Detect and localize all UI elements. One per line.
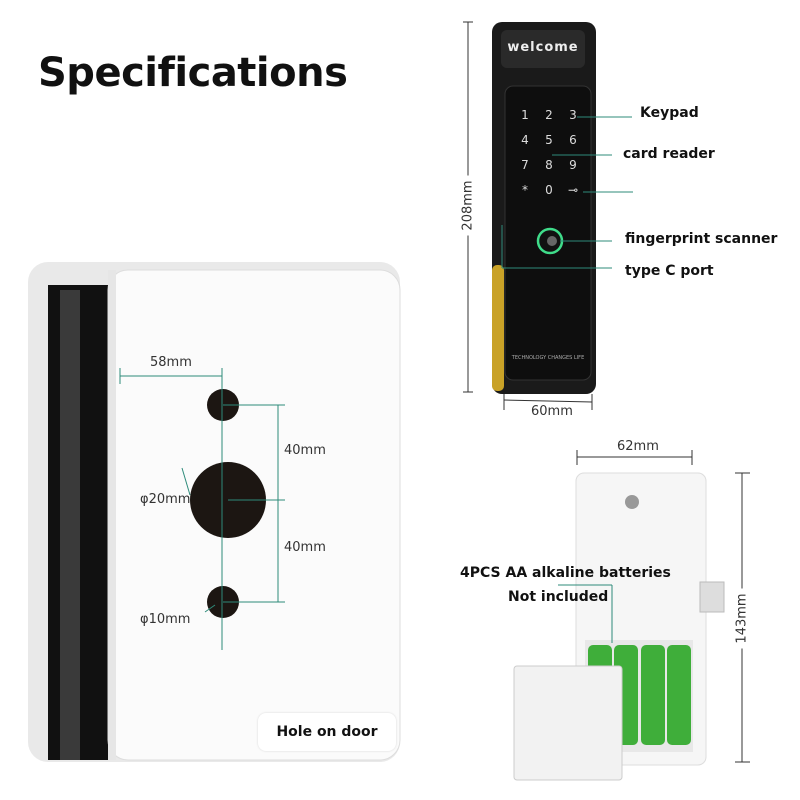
key-3[interactable]: 3 [569,108,577,122]
dim-large-hole: φ20mm [140,492,191,507]
dim-box-width: 62mm [617,439,659,454]
dim-box-height: 143mm [734,588,750,649]
key-4[interactable]: 4 [521,133,529,147]
key-5[interactable]: 5 [545,133,553,147]
battery-note-sub: Not included [508,589,609,605]
dim-small-hole: φ10mm [140,612,191,627]
key-9[interactable]: 9 [569,158,577,172]
key-8[interactable]: 8 [545,158,553,172]
lock-slogan: TECHNOLOGY CHANGES LIFE [511,355,585,361]
battery-4 [667,645,691,745]
key-6[interactable]: 6 [569,133,577,147]
callout-keypad: Keypad [640,105,699,121]
gold-handle [492,265,504,391]
dim-spacing-bottom: 40mm [284,540,326,555]
key-1[interactable]: 1 [521,108,529,122]
keypad[interactable]: 1 2 3 4 5 6 7 8 9 * 0 ⊸ [513,108,585,197]
callout-fingerprint: fingerprint scanner [625,231,778,247]
callout-card-reader: card reader [623,146,715,162]
display-window [501,30,585,68]
dim-spacing-top: 40mm [284,443,326,458]
page-title: Specifications [38,50,348,96]
key-7[interactable]: 7 [521,158,529,172]
dim-edge-distance: 58mm [150,355,192,370]
battery-cover [513,665,623,781]
callout-type-c: type C port [625,263,714,279]
key-star[interactable]: * [522,183,528,197]
hole-on-door-caption: Hole on door [258,713,396,751]
lock-display-text: welcome [507,40,579,55]
key-0[interactable]: 0 [545,183,553,197]
key-icon[interactable]: ⊸ [567,183,579,197]
dim-lock-width: 60mm [531,404,573,419]
battery-note: 4PCS AA alkaline batteries [460,565,671,581]
latch [699,581,725,613]
key-2[interactable]: 2 [545,108,553,122]
battery-3 [641,645,665,745]
